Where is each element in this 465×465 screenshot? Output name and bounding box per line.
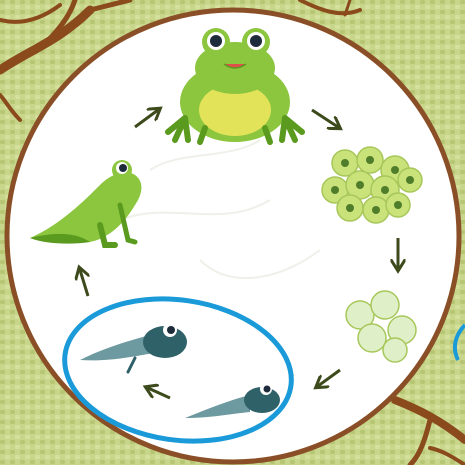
frog-life-cycle-diagram (0, 0, 465, 465)
